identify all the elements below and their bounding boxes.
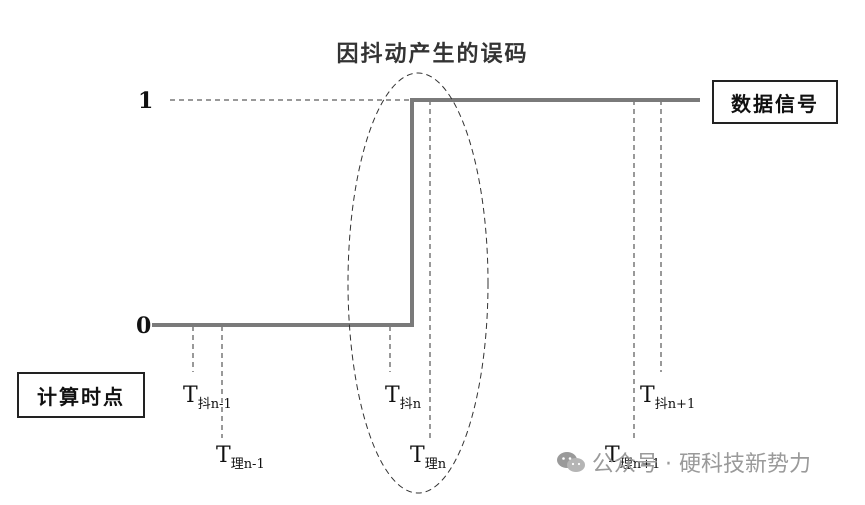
level-low-label: 0 <box>136 313 151 339</box>
jitter-highlight-ellipse <box>347 72 489 494</box>
marker-label-ideal-n+1: T理n+1 <box>605 443 660 472</box>
level-high-label: 1 <box>138 88 153 114</box>
signal-waveform <box>152 98 700 327</box>
watermark: 公众号 · 硬科技新势力 <box>556 446 811 478</box>
wechat-icon <box>557 452 585 472</box>
marker-label-ideal-n-1: T理n-1 <box>216 443 265 472</box>
data-signal-box: 数据信号 <box>712 80 838 124</box>
marker-label-jitter-n+1: T抖n+1 <box>640 383 695 412</box>
marker-label-jitter-n-1: T抖n-1 <box>183 383 232 412</box>
marker-label-ideal-n: T理n <box>410 443 447 472</box>
diagram-caption: 因抖动产生的误码 <box>336 41 529 67</box>
time-point-box: 计算时点 <box>17 372 145 418</box>
marker-label-jitter-n: T抖n <box>385 383 422 412</box>
watermark-text: 公众号 · 硬科技新势力 <box>592 452 811 477</box>
